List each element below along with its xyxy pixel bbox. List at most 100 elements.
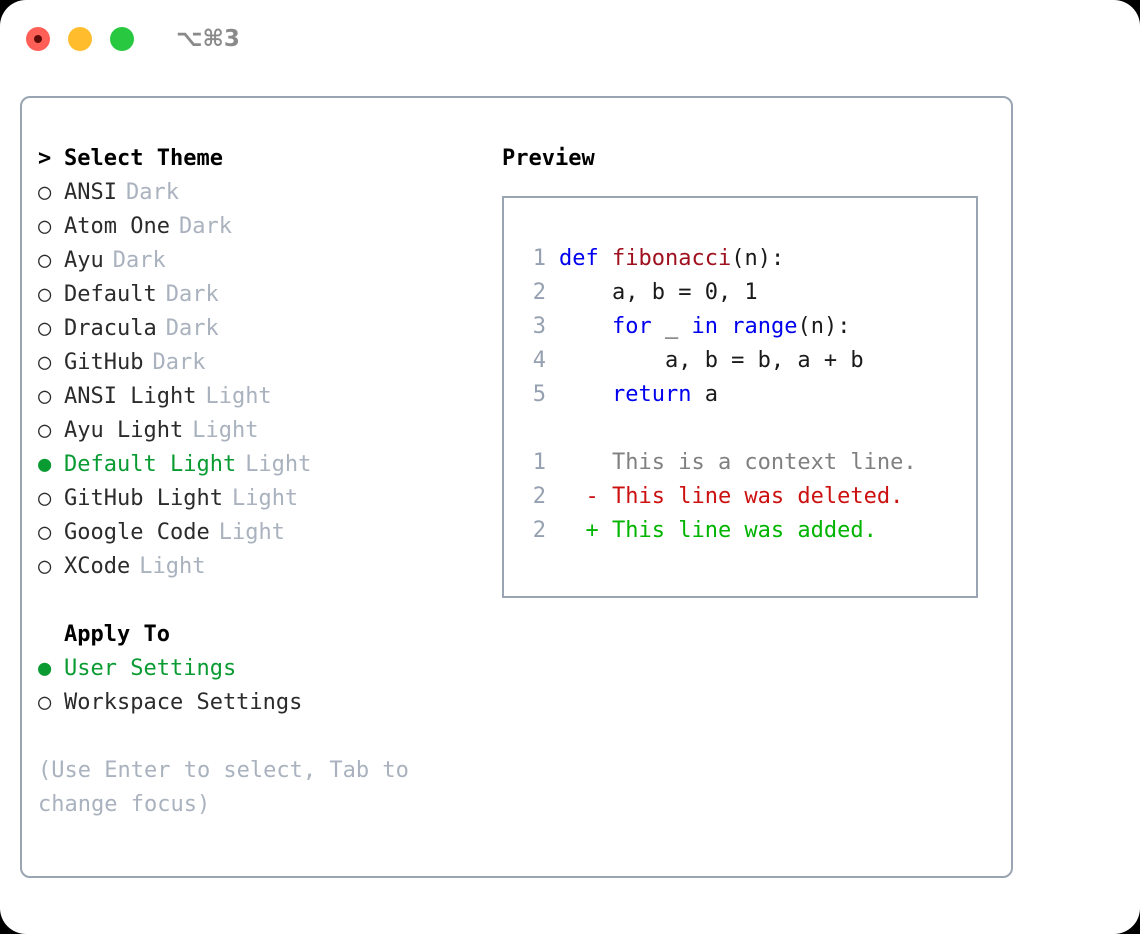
theme-name-label: Google Code: [64, 520, 210, 545]
code-token: [718, 314, 731, 339]
radio-unselected-icon[interactable]: ○: [38, 282, 52, 307]
code-token: return: [611, 382, 692, 407]
radio-unselected-icon[interactable]: ○: [38, 350, 52, 375]
code-token: for: [611, 314, 652, 339]
radio-selected-icon[interactable]: ●: [38, 452, 52, 477]
apply-to-item[interactable]: ● User Settings: [38, 652, 478, 686]
cursor-caret-icon: >: [38, 146, 52, 171]
code-token: _: [651, 314, 692, 339]
radio-unselected-icon[interactable]: ○: [38, 180, 52, 205]
theme-variant-tag: Light: [139, 554, 206, 579]
theme-list-item[interactable]: ○ Dracula Dark: [38, 312, 478, 346]
code-token: a: [691, 382, 718, 407]
code-token: range: [731, 314, 798, 339]
radio-unselected-icon[interactable]: ○: [38, 486, 52, 511]
code-token: a, b = b, a + b: [559, 348, 864, 373]
diff-line-number: 2: [532, 484, 546, 509]
code-token: in: [691, 314, 718, 339]
theme-variant-tag: Dark: [125, 180, 179, 205]
minimize-window-icon[interactable]: [68, 27, 92, 51]
theme-list-item[interactable]: ○ Default Dark: [38, 278, 478, 312]
theme-variant-tag: Dark: [165, 282, 219, 307]
code-line-number: 4: [532, 348, 546, 373]
code-line: 5 return a: [520, 378, 976, 412]
diff-line: 2 + This line was added.: [520, 514, 976, 548]
radio-unselected-icon[interactable]: ○: [38, 690, 52, 715]
apply-to-title: Apply To: [64, 622, 170, 647]
theme-name-label: Default: [64, 282, 157, 307]
theme-name-label: Ayu Light: [64, 418, 184, 443]
close-window-icon[interactable]: [26, 27, 50, 51]
theme-variant-tag: Dark: [152, 350, 206, 375]
radio-unselected-icon[interactable]: ○: [38, 520, 52, 545]
theme-name-label: GitHub: [64, 350, 144, 375]
code-token: [559, 382, 612, 407]
theme-name-label: XCode: [64, 554, 131, 579]
theme-name-label: Default Light: [64, 452, 237, 477]
theme-list-item[interactable]: ○ XCode Light: [38, 550, 478, 584]
theme-name-label: ANSI: [64, 180, 117, 205]
diff-line-content: - This line was deleted.: [559, 484, 904, 509]
select-theme-title: Select Theme: [64, 146, 223, 171]
theme-list-item[interactable]: ○ Atom One Dark: [38, 210, 478, 244]
radio-unselected-icon[interactable]: ○: [38, 418, 52, 443]
theme-variant-tag: Dark: [178, 214, 232, 239]
radio-unselected-icon[interactable]: ○: [38, 248, 52, 273]
code-line-number: 1: [532, 246, 546, 271]
apply-to-list: ● User Settings ○ Workspace Settings: [38, 652, 478, 720]
window-titlebar: ⌥⌘3: [0, 0, 1140, 78]
code-token: fibonacci: [611, 246, 732, 271]
code-line: 4 a, b = b, a + b: [520, 344, 976, 378]
code-diff-separator: [520, 412, 976, 446]
theme-variant-tag: Dark: [112, 248, 166, 273]
theme-name-label: Atom One: [64, 214, 170, 239]
theme-list-item[interactable]: ○ Ayu Light Light: [38, 414, 478, 448]
radio-selected-icon[interactable]: ●: [38, 656, 52, 681]
code-line-content: a, b = 0, 1: [559, 276, 758, 310]
apply-to-label: User Settings: [64, 656, 237, 681]
hint-spacer: [38, 720, 478, 754]
apply-to-label: Workspace Settings: [64, 690, 303, 715]
theme-variant-tag: Light: [218, 520, 285, 545]
code-line: 3 for _ in range(n):: [520, 310, 976, 344]
keyboard-hint-text: (Use Enter to select, Tab to change focu…: [38, 758, 409, 817]
theme-variant-tag: Light: [231, 486, 299, 511]
theme-variant-tag: Dark: [165, 316, 219, 341]
maximize-window-icon[interactable]: [110, 27, 134, 51]
theme-list-item[interactable]: ● Default Light Light: [38, 448, 478, 482]
diff-line-number: 1: [532, 450, 546, 475]
list-spacer: [38, 584, 478, 618]
radio-unselected-icon[interactable]: ○: [38, 384, 52, 409]
diff-line-content: This is a context line.: [559, 450, 917, 475]
theme-variant-tag: Light: [245, 452, 312, 477]
code-line-content: for _ in range(n):: [559, 310, 850, 344]
theme-list-item[interactable]: ○ ANSI Dark: [38, 176, 478, 210]
code-token: (n):: [797, 314, 851, 339]
code-token: (n):: [731, 246, 785, 271]
radio-unselected-icon[interactable]: ○: [38, 214, 52, 239]
radio-unselected-icon[interactable]: ○: [38, 554, 52, 579]
theme-list-item[interactable]: ○ Google Code Light: [38, 516, 478, 550]
code-line-number: 3: [532, 314, 546, 339]
theme-variant-tag: Light: [192, 418, 259, 443]
radio-unselected-icon[interactable]: ○: [38, 316, 52, 341]
code-token: [559, 314, 612, 339]
code-line: 2 a, b = 0, 1: [520, 276, 976, 310]
theme-name-label: ANSI Light: [64, 384, 197, 409]
theme-list-item[interactable]: ○ GitHub Dark: [38, 346, 478, 380]
theme-name-label: Dracula: [64, 316, 157, 341]
keyboard-shortcut-label: ⌥⌘3: [176, 26, 240, 52]
diff-sample: 1 This is a context line. 2 - This line w…: [520, 446, 976, 548]
code-line-content: return a: [559, 378, 718, 412]
traffic-light-group: [26, 27, 134, 51]
apply-to-item[interactable]: ○ Workspace Settings: [38, 686, 478, 720]
